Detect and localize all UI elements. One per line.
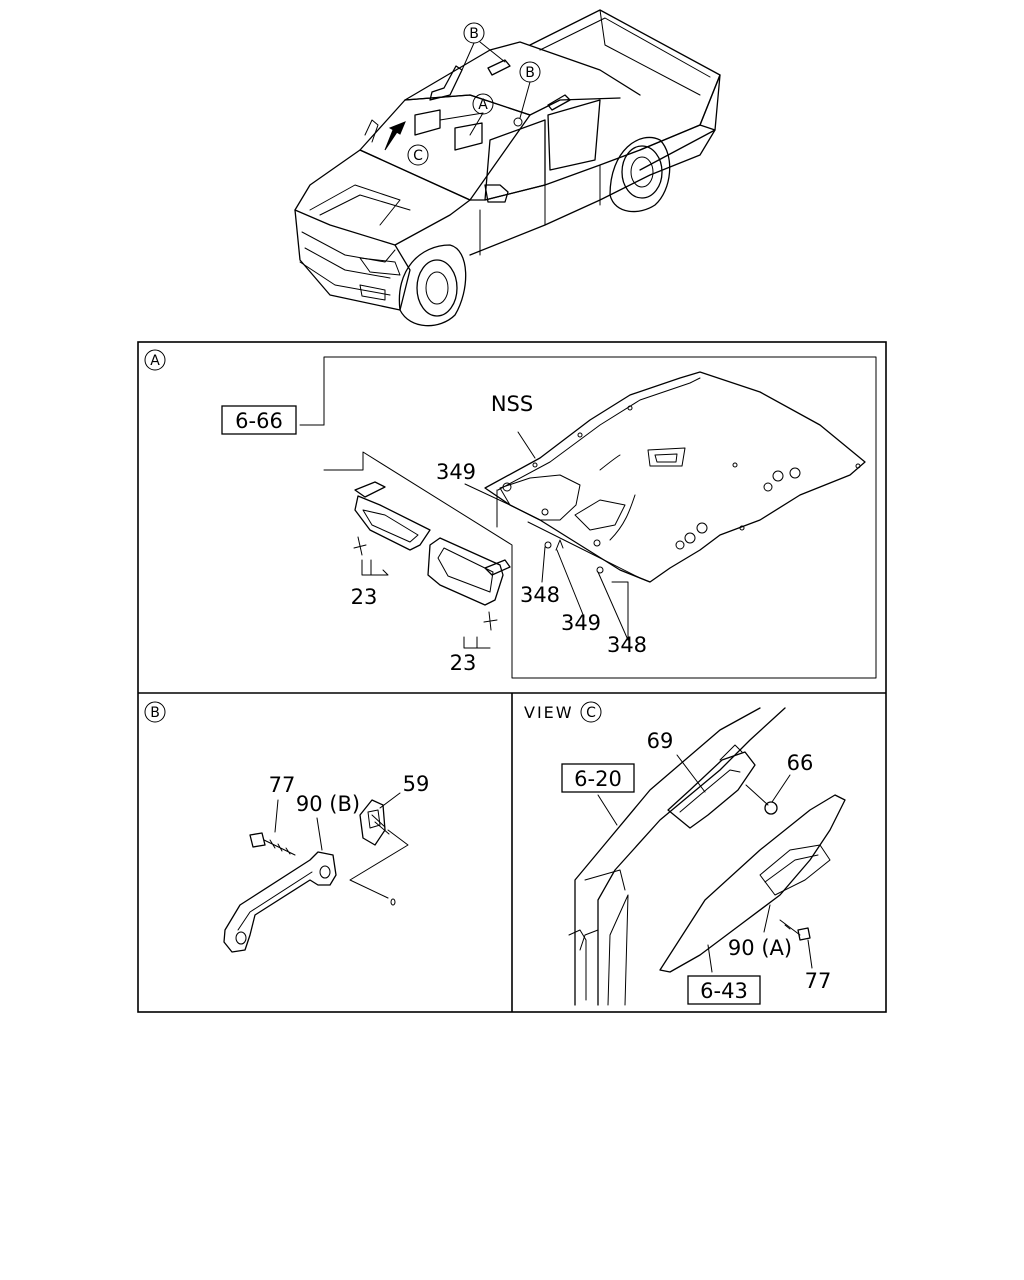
label-23-b: 23 [450,651,477,675]
ref-box-6-43 [687,975,761,1005]
vehicle-callout-a: A [472,93,494,115]
panel-a-assembly-bracket [323,356,877,679]
ref-box-6-66 [221,405,297,435]
ref-label-6-66: 6-66 [235,409,283,433]
sun-visor-left [353,481,431,556]
ref-box-6-20 [561,763,635,793]
label-348-b: 348 [607,633,647,657]
label-90b: 90 (B) [296,792,360,816]
label-66: 66 [787,751,814,775]
panel-c-tag: C [580,701,602,723]
grab-handle-illustration [223,799,396,953]
ref-label-6-20: 6-20 [574,767,622,791]
svg-text:C: C [586,705,596,721]
vehicle-callout-b2: B [519,61,541,83]
label-59: 59 [403,772,430,796]
svg-text:A: A [150,353,160,369]
headliner-illustration [484,371,866,583]
svg-text:B: B [525,65,535,81]
label-77-c: 77 [805,969,832,993]
svg-text:A: A [478,97,488,113]
label-349-a: 349 [436,460,476,484]
view-label: VIEW [524,703,574,722]
vehicle-callout-b1: B [463,22,485,44]
panel-b-tag: B [144,701,166,723]
pillar-illustration [568,707,846,1006]
label-349-b: 349 [561,611,601,635]
label-nss: NSS [491,392,533,416]
svg-text:C: C [413,148,423,164]
panel-a-tag: A [144,349,166,371]
label-69: 69 [647,729,674,753]
sun-visor-right [427,537,511,631]
label-23-a: 23 [351,585,378,609]
label-77-b: 77 [269,773,296,797]
vehicle-callout-c: C [407,144,429,166]
svg-text:B: B [150,705,160,721]
label-348-a: 348 [520,583,560,607]
ref-label-6-43: 6-43 [700,979,748,1003]
truck-illustration [294,9,721,327]
svg-text:B: B [469,26,479,42]
label-90a: 90 (A) [728,936,792,960]
